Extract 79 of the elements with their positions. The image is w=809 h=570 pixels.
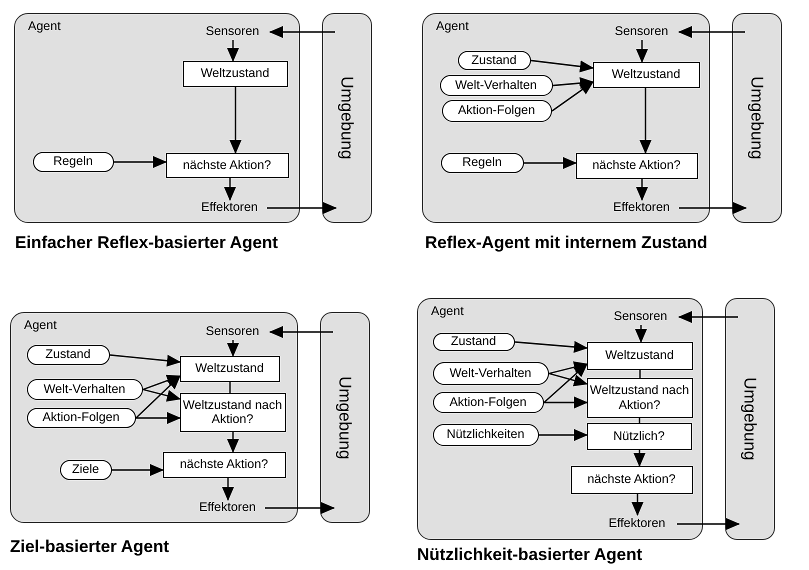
- arrow: [114, 156, 167, 168]
- arrow: [269, 26, 335, 38]
- panel-heading: Agent: [24, 318, 57, 332]
- process-box: Weltzustand nach Aktion?: [586, 378, 692, 418]
- arrow: [524, 157, 577, 169]
- environment-panel: [725, 298, 775, 540]
- connector-line: [639, 370, 641, 378]
- arrow: [142, 388, 181, 402]
- arrow: [269, 326, 333, 338]
- arrow: [636, 40, 648, 63]
- arrow: [678, 26, 745, 38]
- environment-panel: [320, 312, 370, 523]
- arrow: [548, 372, 588, 386]
- arrow: [222, 478, 234, 501]
- arrow: [514, 340, 588, 353]
- agent-panel: [14, 13, 300, 223]
- arrow: [679, 202, 747, 214]
- environment-panel: [322, 13, 372, 223]
- node-label: Effektoren: [194, 200, 264, 216]
- arrow: [548, 361, 588, 374]
- arrow: [677, 518, 740, 530]
- arrow: [544, 396, 588, 408]
- arrow: [636, 179, 648, 201]
- process-box: Weltzustand: [182, 60, 288, 86]
- node-label: Sensoren: [606, 24, 676, 40]
- node-label: Effektoren: [600, 514, 674, 532]
- node-label: Sensoren: [198, 324, 268, 340]
- arrow: [112, 464, 164, 476]
- arrow: [678, 311, 738, 323]
- node-label: Sensoren: [198, 24, 268, 40]
- arrow: [634, 450, 646, 467]
- environment-label: Umgebung: [747, 76, 767, 160]
- panel-heading: Agent: [436, 19, 469, 34]
- arrow: [230, 87, 242, 154]
- arrow: [544, 363, 588, 404]
- process-box: Weltzustand: [586, 342, 692, 370]
- arrow: [224, 178, 236, 201]
- process-box: Weltzustand: [180, 356, 280, 382]
- process-box: nächste Aktion?: [162, 452, 286, 478]
- arrow: [539, 429, 588, 441]
- agent-panel: [417, 298, 703, 540]
- arrow: [227, 432, 239, 453]
- agent-panel: [10, 312, 298, 523]
- arrow: [110, 354, 181, 367]
- process-box: nächste Aktion?: [166, 152, 288, 178]
- arrow: [136, 412, 181, 424]
- process-box: Weltzustand: [592, 62, 700, 88]
- node-label: Effektoren: [606, 200, 676, 216]
- arrow: [530, 60, 594, 72]
- node-label: Effektoren: [192, 500, 262, 516]
- node-label: Sensoren: [604, 308, 676, 324]
- arrow: [227, 340, 239, 357]
- process-box: nächste Aktion?: [576, 152, 698, 178]
- panel-caption: Einfacher Reflex-basierter Agent: [15, 233, 278, 253]
- arrow: [640, 88, 652, 154]
- environment-panel: [732, 13, 782, 223]
- arrow: [632, 494, 644, 516]
- panel-caption: Reflex-Agent mit internem Zustand: [425, 233, 708, 253]
- arrow: [265, 502, 335, 514]
- connector-line: [229, 382, 231, 393]
- arrow: [552, 77, 594, 90]
- arrow: [136, 375, 181, 418]
- agent-panel: [422, 13, 710, 223]
- environment-label: Umgebung: [337, 76, 357, 160]
- arrow: [267, 202, 337, 214]
- arrow: [552, 81, 594, 112]
- panel-heading: Agent: [28, 19, 61, 34]
- environment-label: Umgebung: [740, 377, 760, 461]
- arrow: [227, 40, 239, 62]
- arrow: [635, 325, 647, 343]
- connector-line: [638, 418, 640, 423]
- panel-heading: Agent: [431, 304, 464, 318]
- process-box: nächste Aktion?: [570, 466, 692, 494]
- arrow: [142, 374, 181, 390]
- environment-label: Umgebung: [335, 376, 355, 460]
- panel-caption: Ziel-basierter Agent: [10, 537, 170, 557]
- panel-caption: Nützlichkeit-basierter Agent: [417, 545, 642, 565]
- process-box: Weltzustand nach Aktion?: [180, 392, 286, 432]
- process-box: Nützlich?: [586, 422, 692, 450]
